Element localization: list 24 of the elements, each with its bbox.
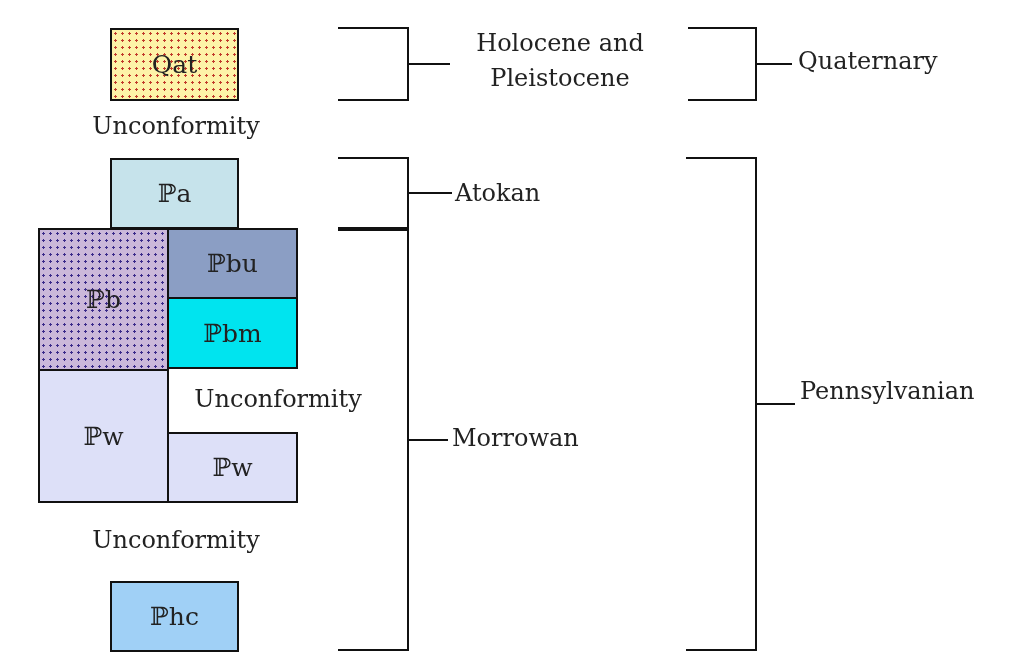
period-label: Pennsylvanian [800, 376, 975, 407]
unit-symbol: Qat [150, 50, 199, 79]
unit-symbol: ℙw [82, 421, 125, 451]
map-unit-box [38, 228, 169, 371]
unit-symbol: ℙbu [206, 249, 259, 278]
unconformity-label: Unconformity [92, 525, 260, 556]
stage-label: Morrowan [452, 423, 579, 454]
map-unit-box [167, 228, 298, 299]
unit-symbol: ℙw [211, 453, 254, 482]
period-label: Quaternary [798, 46, 938, 77]
map-unit-box [167, 432, 298, 503]
unit-symbol: ℙb [85, 285, 122, 314]
unit-symbol: ℙa [156, 179, 193, 208]
map-unit-box [110, 158, 239, 229]
map-unit-box [38, 369, 169, 503]
unconformity-label: Unconformity [92, 111, 260, 142]
period-label: Holocene and Pleistocene [475, 28, 645, 94]
map-unit-box [110, 581, 239, 652]
map-unit-box [167, 297, 298, 369]
stage-label: Atokan [455, 178, 541, 209]
map-unit-box [110, 28, 239, 101]
unit-symbol: ℙhc [149, 602, 200, 631]
unit-symbol: ℙbm [202, 318, 263, 348]
unconformity-label: Unconformity [194, 384, 362, 415]
